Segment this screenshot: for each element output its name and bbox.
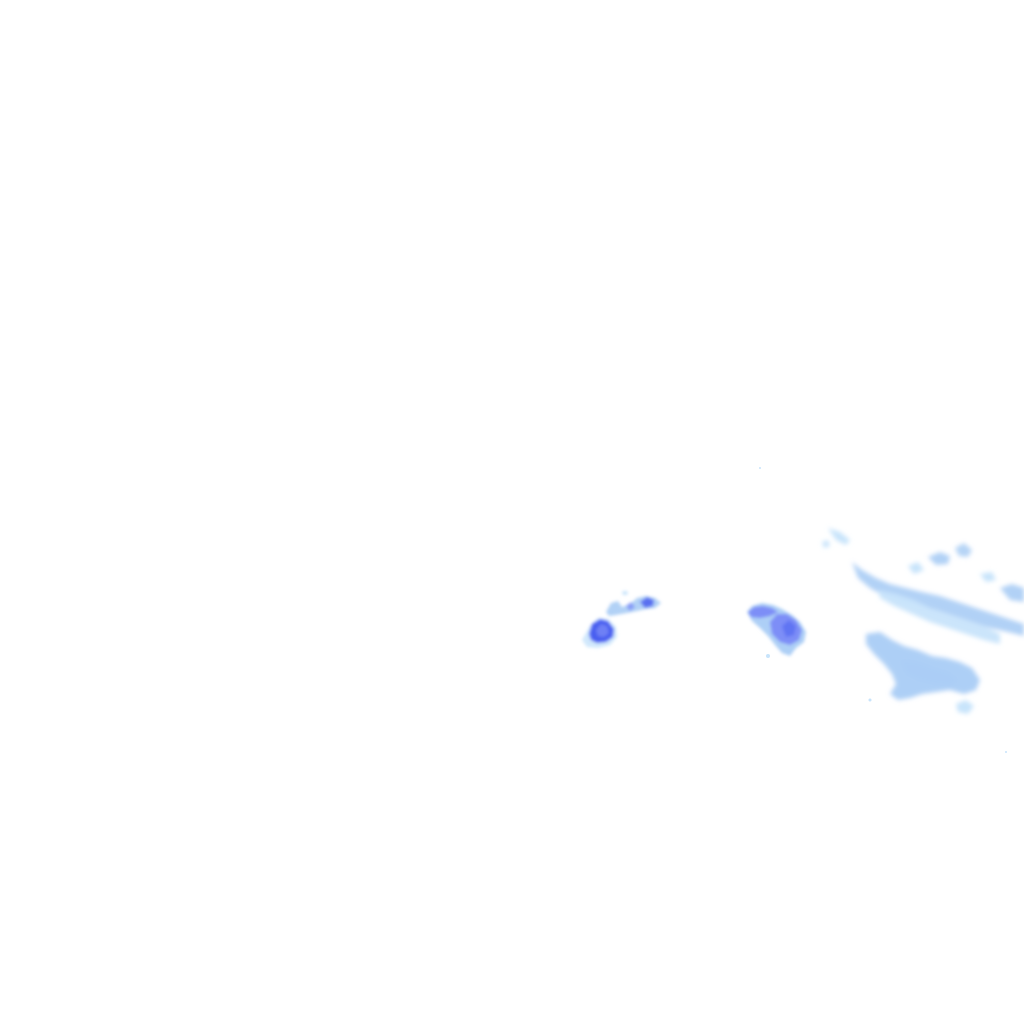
- echo-speck: [766, 654, 770, 658]
- echo-east-band: [822, 528, 1024, 714]
- echo-west-strip-spot: [626, 602, 635, 611]
- echo-speck: [868, 698, 872, 702]
- echo-east-north-cell: [928, 552, 950, 565]
- echo-central-cluster: [747, 603, 806, 656]
- echo-east-upper-streaks: [852, 562, 1024, 636]
- echo-east-right-streak: [980, 572, 996, 582]
- echo-east-north-cell-2: [955, 543, 972, 557]
- echo-west-cluster: [582, 591, 661, 648]
- echo-specks: [759, 467, 1007, 753]
- echo-east-left-speck: [822, 540, 830, 548]
- echo-east-small-cell: [908, 562, 924, 574]
- echo-east-trailing-cell: [956, 700, 974, 714]
- echo-west-speck: [622, 591, 628, 595]
- echo-speck: [1005, 751, 1007, 753]
- echo-east-north-arc: [828, 528, 850, 545]
- echo-east-mid-streak: [878, 590, 1000, 644]
- echo-west-strip-core: [640, 597, 654, 608]
- echo-west-core-inner: [596, 624, 609, 637]
- echo-speck: [759, 467, 761, 469]
- echo-central-top-strip: [748, 606, 778, 618]
- echo-central-inner: [782, 620, 796, 637]
- echo-east-main-inner: [900, 660, 958, 686]
- echo-east-right-cell: [1000, 584, 1024, 602]
